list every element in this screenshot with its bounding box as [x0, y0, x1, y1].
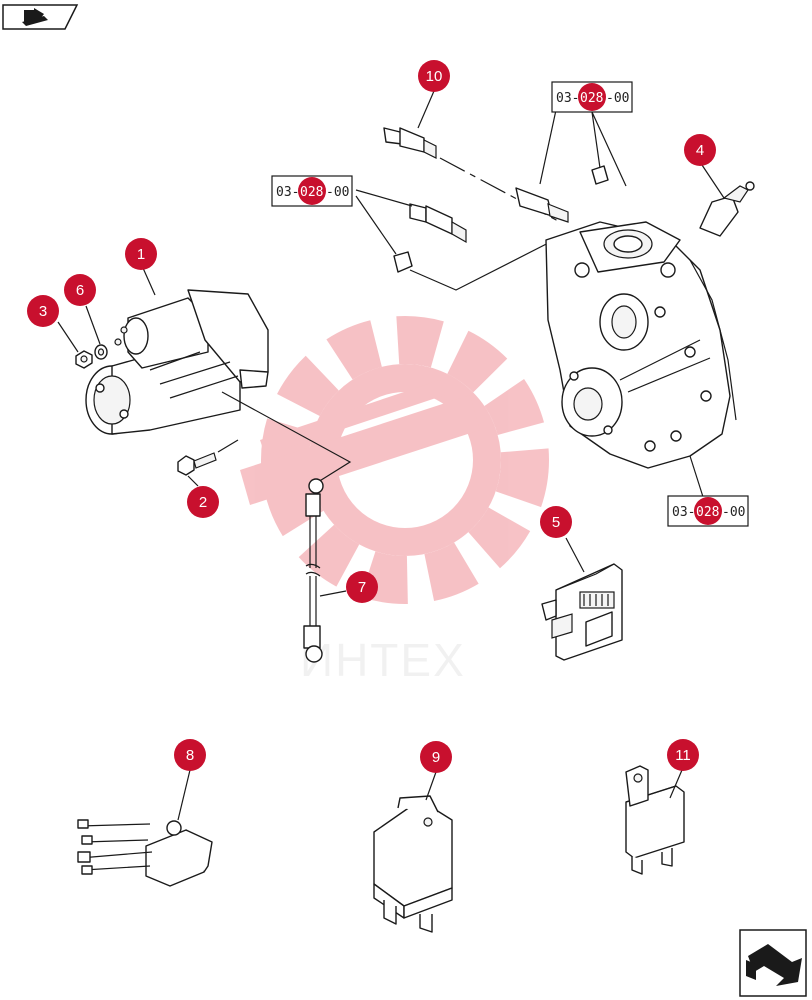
watermark: ИНТЕХ — [240, 316, 549, 686]
bolt[interactable] — [177, 452, 217, 476]
nut[interactable] — [75, 350, 93, 369]
thermo-sender[interactable] — [699, 181, 755, 237]
battery-cable[interactable] — [303, 478, 324, 663]
callout-6[interactable]: 6 — [64, 274, 96, 306]
callout-10[interactable]: 10 — [418, 60, 450, 92]
reference-number: 028 — [580, 91, 603, 106]
callout-7[interactable]: 7 — [346, 571, 378, 603]
reference-number: 028 — [300, 185, 323, 200]
callout-5[interactable]: 5 — [540, 506, 572, 538]
callout-3[interactable]: 3 — [27, 295, 59, 327]
sleeve-nut-right[interactable] — [591, 165, 609, 185]
callout-9-label: 9 — [432, 749, 440, 766]
book-arrow-icon[interactable] — [2, 4, 79, 30]
sensor-adapter[interactable] — [515, 187, 569, 223]
sleeve-nut-left[interactable] — [393, 251, 413, 273]
callout-5-label: 5 — [552, 514, 560, 531]
reference-box-bottom[interactable]: 03- 028 -00 — [667, 495, 749, 527]
callout-1[interactable]: 1 — [125, 238, 157, 270]
harness-relay[interactable] — [77, 819, 213, 887]
reference-suffix: -00 — [606, 91, 629, 106]
callout-1-label: 1 — [137, 246, 145, 263]
washer[interactable] — [94, 344, 108, 360]
temperature-sensor-upper[interactable] — [383, 127, 437, 159]
next-page-arrow-icon[interactable] — [739, 929, 807, 997]
callout-8[interactable]: 8 — [174, 739, 206, 771]
temperature-sensor-lower[interactable] — [409, 203, 467, 244]
reference-prefix: 03- — [556, 91, 579, 106]
water-pump-housing[interactable] — [545, 221, 737, 469]
callout-2-label: 2 — [199, 494, 207, 511]
callout-7-label: 7 — [358, 579, 366, 596]
gear-icon — [240, 316, 549, 604]
callout-11-label: 11 — [675, 747, 691, 764]
auxiliary-relay[interactable] — [625, 765, 685, 875]
reference-suffix: -00 — [326, 185, 349, 200]
glow-relay[interactable] — [373, 795, 453, 933]
callout-6-label: 6 — [76, 282, 84, 299]
callout-11[interactable]: 11 — [667, 739, 699, 771]
callout-10-label: 10 — [426, 68, 443, 85]
callout-2[interactable]: 2 — [187, 486, 219, 518]
reference-box-left[interactable]: 03- 028 -00 — [271, 175, 353, 207]
starter-motor[interactable] — [85, 289, 269, 435]
callout-3-label: 3 — [39, 303, 47, 320]
callout-4[interactable]: 4 — [684, 134, 716, 166]
watermark-text: ИНТЕХ — [300, 634, 466, 686]
callout-9[interactable]: 9 — [420, 741, 452, 773]
reference-suffix: -00 — [722, 505, 745, 520]
reference-prefix: 03- — [672, 505, 695, 520]
reference-number: 028 — [696, 505, 719, 520]
reference-box-top[interactable]: 03- 028 -00 — [551, 81, 633, 113]
control-unit[interactable] — [541, 563, 623, 661]
callout-8-label: 8 — [186, 747, 194, 764]
reference-prefix: 03- — [276, 185, 299, 200]
callout-4-label: 4 — [696, 142, 704, 159]
